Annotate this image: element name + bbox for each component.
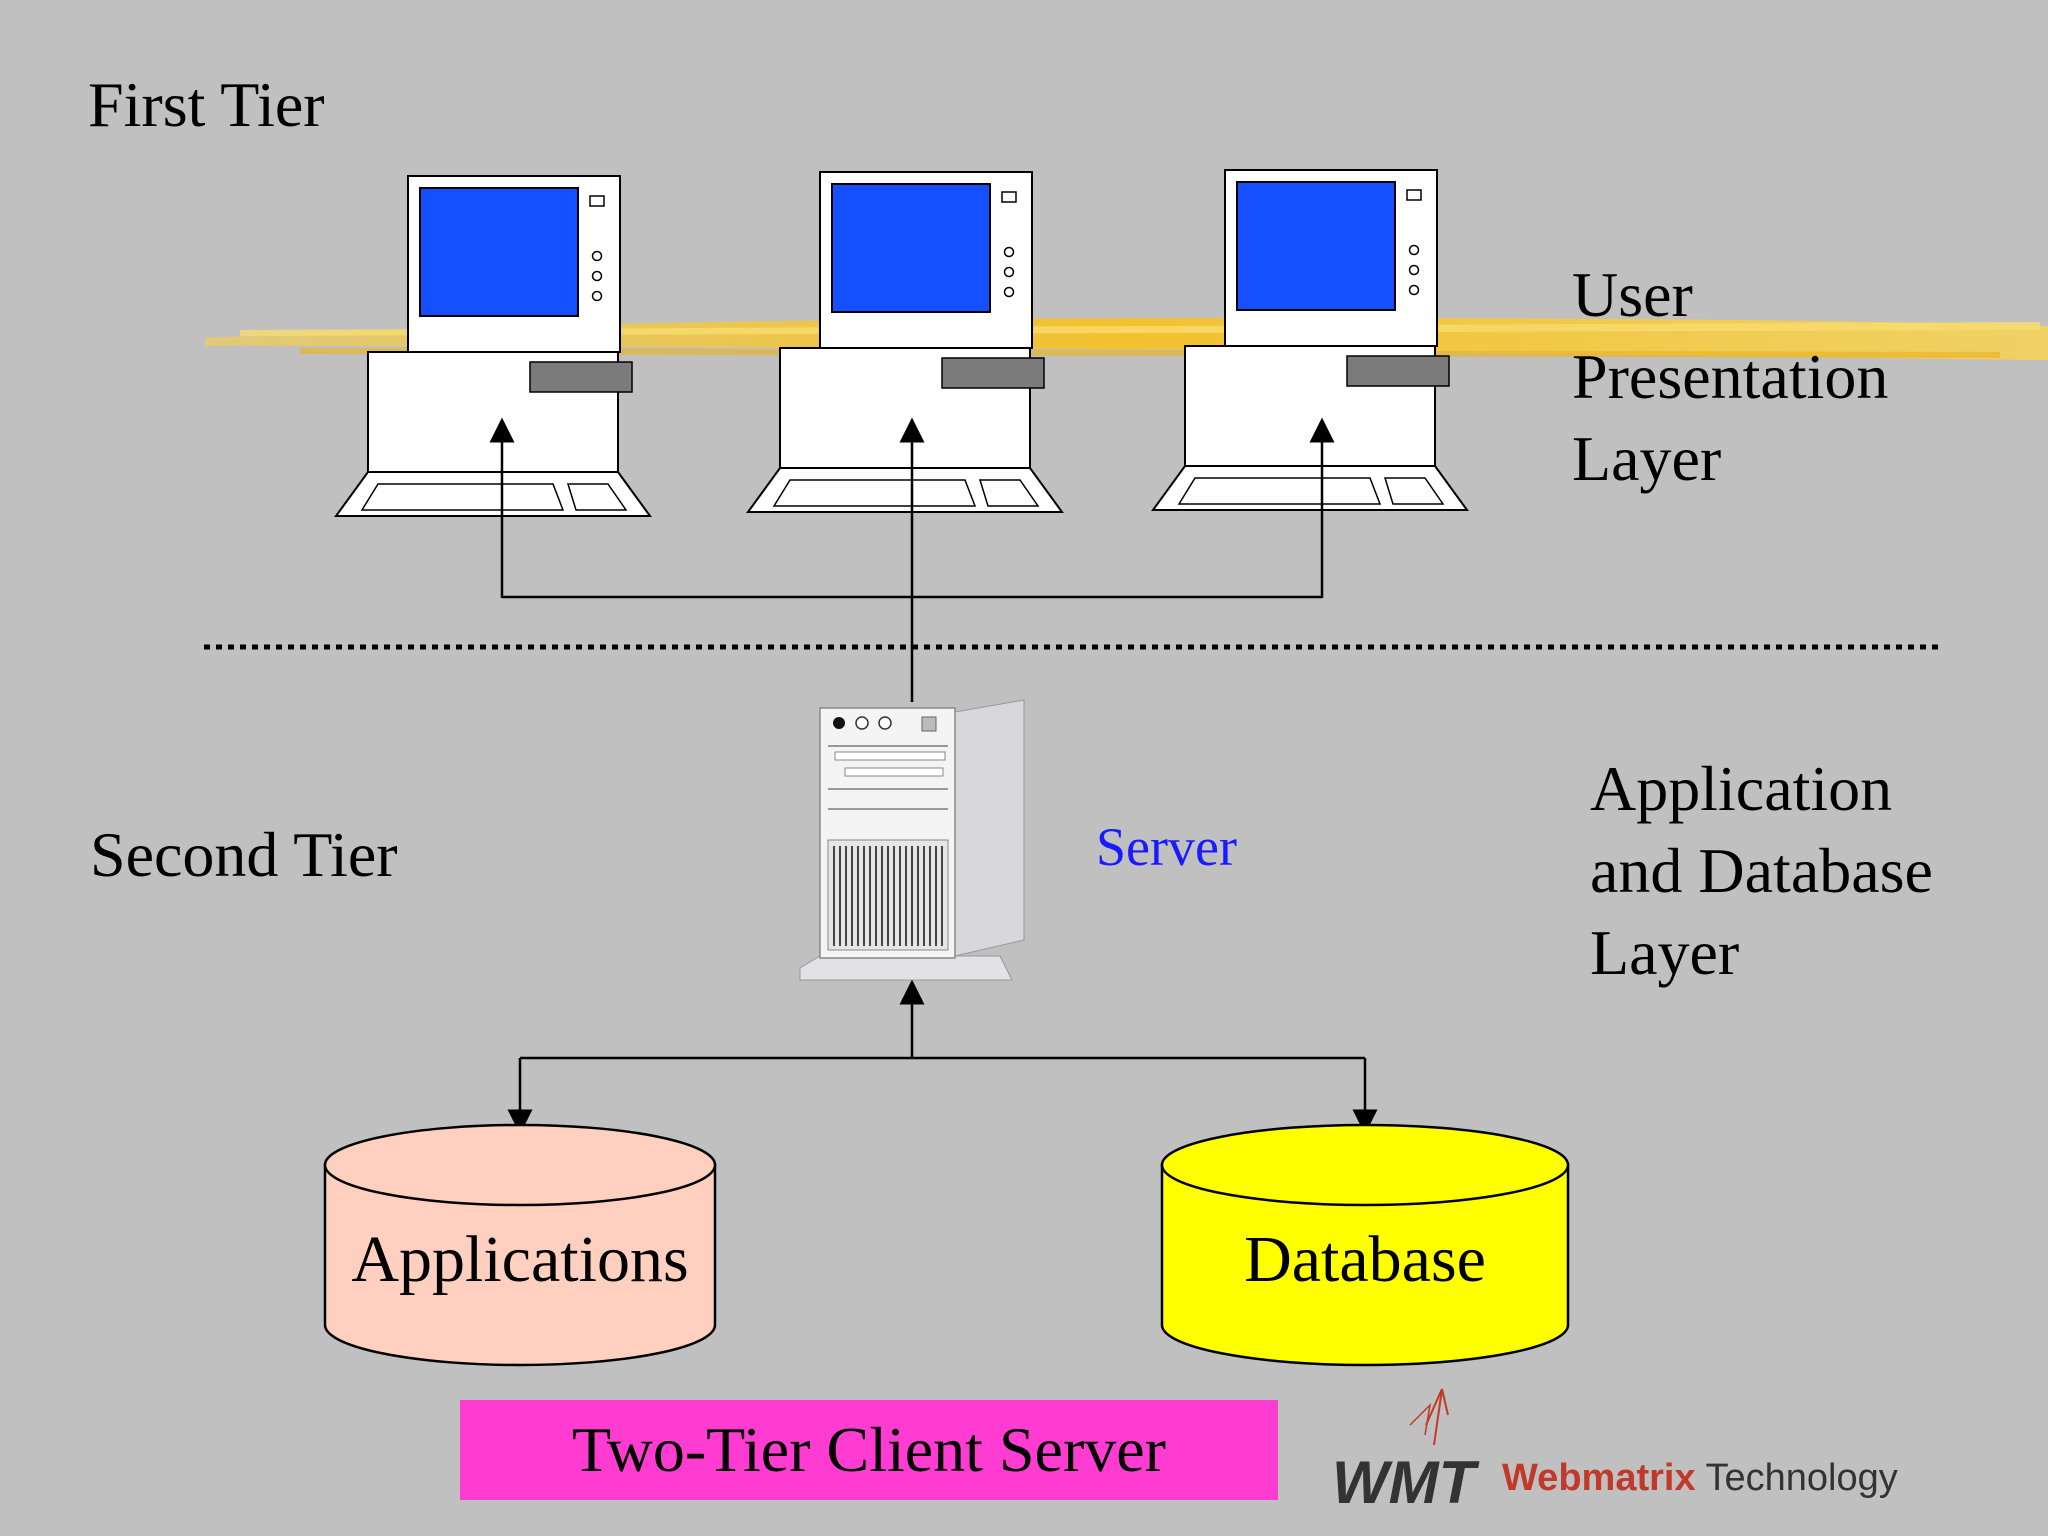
highlight-stroke [205, 318, 2048, 360]
app-db-layer-label: Application and Database Layer [1590, 748, 1933, 994]
client-computer-2 [746, 171, 1064, 513]
desktop-computer-icon [334, 175, 652, 517]
tower-server-icon [799, 699, 1025, 981]
wmt-logo-icon: WMT [1332, 1388, 1480, 1515]
brand-name: Webmatrix Technology [1502, 1457, 1898, 1500]
app-layer-line-3: Layer [1590, 917, 1740, 988]
applications-label: Applications [351, 1223, 689, 1296]
cylinder-database-icon [323, 1123, 1570, 1367]
user-layer-line-3: Layer [1572, 423, 1722, 494]
database-label: Database [1244, 1223, 1486, 1296]
brand-logo: WMT Webmatrix Technology [1330, 1385, 1898, 1515]
user-layer-line-1: User [1572, 259, 1693, 330]
connector-lines [489, 417, 1378, 1135]
brand-name-part2: Technology [1705, 1457, 1898, 1499]
logo-letters: WMT [1332, 1449, 1480, 1515]
database-cylinder [1160, 1123, 1570, 1367]
app-layer-line-1: Application [1590, 753, 1893, 824]
second-tier-label: Second Tier [90, 819, 398, 890]
diagram-title-banner: Two-Tier Client Server [572, 1414, 1166, 1485]
user-presentation-layer-label: User Presentation Layer [1572, 254, 1888, 500]
applications-cylinder [323, 1123, 717, 1367]
server-label: Server [1096, 817, 1237, 877]
app-layer-line-2: and Database [1590, 835, 1933, 906]
client-computer-1 [334, 175, 652, 517]
first-tier-label: First Tier [88, 69, 325, 140]
banner-background [460, 1400, 1278, 1500]
client-computer-3 [1151, 169, 1469, 511]
brand-name-part1: Webmatrix [1502, 1457, 1696, 1499]
desktop-computer-icon [746, 171, 1064, 513]
user-layer-line-2: Presentation [1572, 341, 1889, 412]
desktop-computer-icon [1151, 169, 1469, 511]
